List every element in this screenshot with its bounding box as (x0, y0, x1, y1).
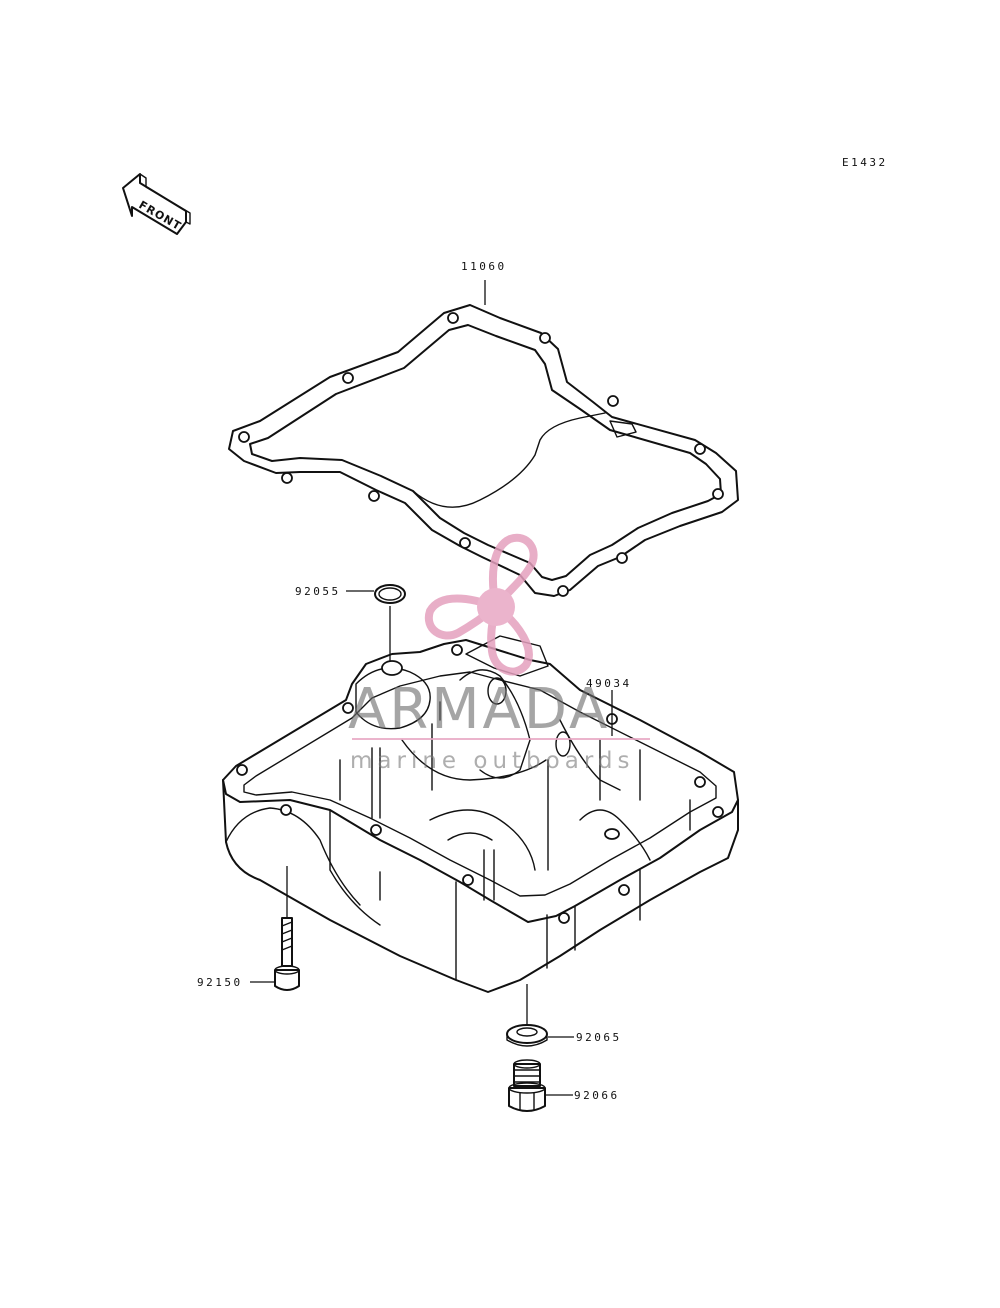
part-number-o-ring: 92055 (295, 585, 341, 598)
propeller-icon (424, 533, 538, 676)
part-number-drain-plug: 92066 (574, 1089, 620, 1102)
watermark-tagline: marine outboards (350, 748, 634, 774)
gasket-11060 (228, 304, 739, 597)
oil-pan-49034 (222, 635, 739, 993)
bolt-92150 (274, 866, 300, 991)
washer-92065 (506, 984, 548, 1047)
part-number-gasket: 11060 (461, 260, 507, 273)
watermark-logo: ARMADA marine outboards (348, 533, 650, 774)
front-arrow-icon: FRONT (122, 173, 191, 235)
diagram-code: E1432 (842, 156, 888, 169)
drain-plug-92066 (508, 1059, 546, 1112)
part-number-oil-pan: 49034 (586, 677, 632, 690)
front-label: FRONT (137, 198, 184, 233)
part-number-washer: 92065 (576, 1031, 622, 1044)
watermark-rule (352, 738, 650, 740)
part-number-bolt: 92150 (197, 976, 243, 989)
watermark-brand: ARMADA (348, 677, 610, 742)
o-ring-92055 (374, 584, 406, 604)
